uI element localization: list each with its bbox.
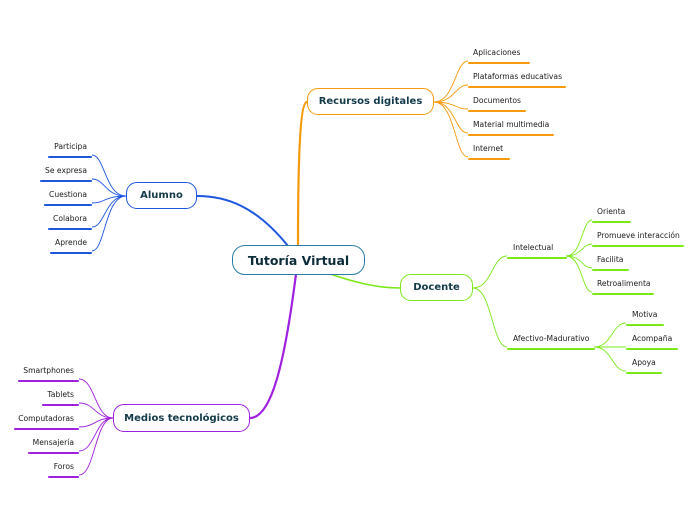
subtopic-afectivo-madurativo[interactable]: Afectivo-Madurativo <box>507 334 595 350</box>
leaf-plataformas-educativas-label: Plataformas educativas <box>473 72 563 81</box>
alumno-leaf-connectors <box>91 154 127 252</box>
leaf-acompana[interactable]: Acompaña <box>626 334 678 350</box>
leaf-orienta[interactable]: Orienta <box>592 207 631 223</box>
leaf-participa-label: Participa <box>54 142 87 151</box>
leaf-retroalimenta[interactable]: Retroalimenta <box>592 279 654 295</box>
leaf-facilita[interactable]: Facilita <box>592 255 629 271</box>
leaf-colabora[interactable]: Colabora <box>48 214 92 230</box>
central-topic[interactable]: Tutoría Virtual <box>232 245 365 275</box>
leaf-material-multimedia[interactable]: Material multimedia <box>468 120 554 136</box>
leaf-cuestiona-label: Cuestiona <box>49 190 87 199</box>
connector-recursos <box>296 100 308 247</box>
subtopic-intelectual-label: Intelectual <box>513 243 554 252</box>
leaf-motiva[interactable]: Motiva <box>626 310 664 326</box>
leaf-documentos-label: Documentos <box>473 96 521 105</box>
leaf-motiva-label: Motiva <box>632 310 658 319</box>
leaf-tablets[interactable]: Tablets <box>42 390 79 406</box>
medios-leaf-connectors <box>78 378 114 476</box>
leaf-computadoras-label: Computadoras <box>18 414 74 423</box>
docente-connectors <box>472 219 627 372</box>
connector-alumno <box>196 195 289 247</box>
leaf-se-expresa[interactable]: Se expresa <box>40 166 92 182</box>
topic-recursos-digitales-label: Recursos digitales <box>318 96 423 107</box>
leaf-apoya-label: Apoya <box>632 358 656 367</box>
leaf-colabora-label: Colabora <box>53 214 87 223</box>
leaf-retroalimenta-label: Retroalimenta <box>597 279 651 288</box>
leaf-computadoras[interactable]: Computadoras <box>14 414 79 430</box>
topic-alumno[interactable]: Alumno <box>126 182 197 209</box>
topic-medios-tecnologicos[interactable]: Medios tecnológicos <box>113 404 250 432</box>
leaf-se-expresa-label: Se expresa <box>45 166 87 175</box>
leaf-foros-label: Foros <box>53 462 74 471</box>
connector-medios <box>249 273 298 420</box>
leaf-promueve-interaccion[interactable]: Promueve interacción <box>592 231 684 247</box>
leaf-aplicaciones[interactable]: Aplicaciones <box>468 48 530 64</box>
leaf-material-multimedia-label: Material multimedia <box>473 120 550 129</box>
leaf-aprende-label: Aprende <box>55 238 87 247</box>
leaf-mensajeria[interactable]: Mensajería <box>28 438 79 454</box>
leaf-aplicaciones-label: Aplicaciones <box>473 48 521 57</box>
connector-docente <box>329 273 401 289</box>
leaf-plataformas-educativas[interactable]: Plataformas educativas <box>468 72 566 88</box>
leaf-aprende[interactable]: Aprende <box>50 238 92 254</box>
topic-docente-label: Docente <box>413 282 460 293</box>
leaf-participa[interactable]: Participa <box>48 142 92 158</box>
subtopic-afectivo-madurativo-label: Afectivo-Madurativo <box>513 334 590 343</box>
recursos-leaf-connectors <box>433 60 469 158</box>
topic-recursos-digitales[interactable]: Recursos digitales <box>307 88 434 115</box>
leaf-foros[interactable]: Foros <box>48 462 79 478</box>
central-topic-label: Tutoría Virtual <box>247 252 350 268</box>
topic-alumno-label: Alumno <box>140 190 183 201</box>
leaf-internet-label: Internet <box>473 144 504 153</box>
leaf-internet[interactable]: Internet <box>468 144 510 160</box>
leaf-smartphones-label: Smartphones <box>23 366 74 375</box>
leaf-mensajeria-label: Mensajería <box>32 438 74 447</box>
leaf-orienta-label: Orienta <box>597 207 626 216</box>
leaf-smartphones[interactable]: Smartphones <box>18 366 79 382</box>
leaf-documentos[interactable]: Documentos <box>468 96 526 112</box>
leaf-acompana-label: Acompaña <box>632 334 673 343</box>
topic-medios-tecnologicos-label: Medios tecnológicos <box>124 412 239 424</box>
leaf-cuestiona[interactable]: Cuestiona <box>44 190 92 206</box>
leaf-apoya[interactable]: Apoya <box>626 358 662 374</box>
leaf-promueve-interaccion-label: Promueve interacción <box>597 231 680 240</box>
subtopic-intelectual[interactable]: Intelectual <box>507 243 567 259</box>
leaf-facilita-label: Facilita <box>597 255 624 264</box>
leaf-tablets-label: Tablets <box>47 390 74 399</box>
topic-docente[interactable]: Docente <box>400 274 473 301</box>
